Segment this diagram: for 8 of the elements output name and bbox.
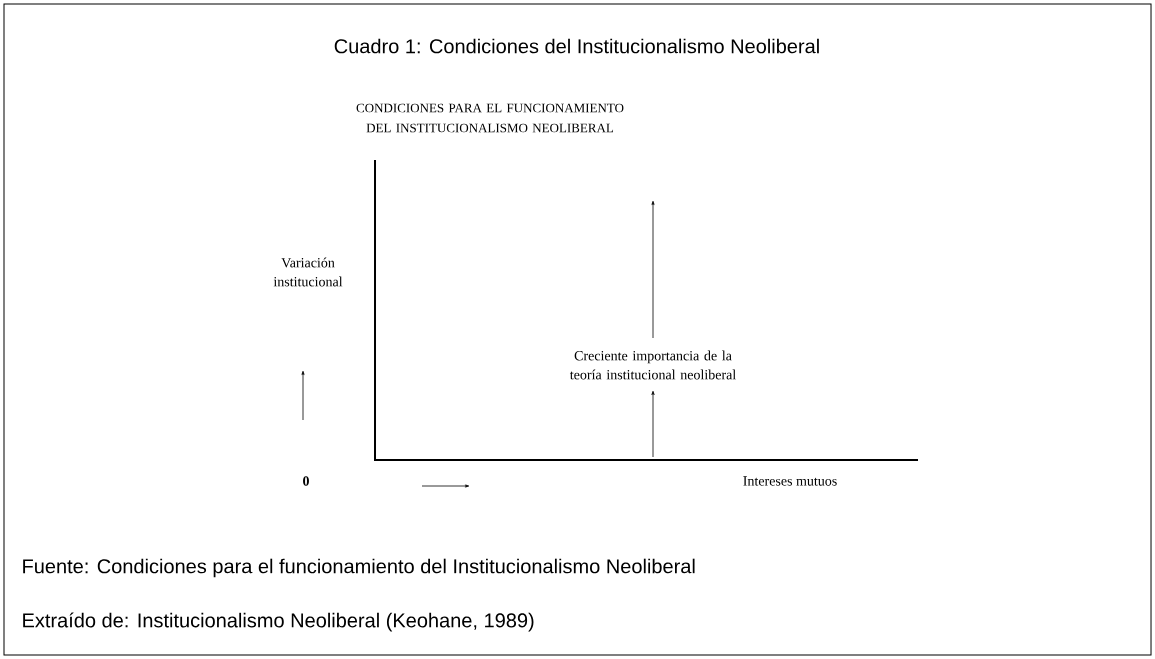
axis-origin: 0 (303, 476, 309, 486)
chart-heading: CONDICIONES PARA EL FUNCIONAMIENTO DEL INSTITUCIONALISMO NEOLIBERAL (356, 103, 624, 133)
caption: Fuente: Condiciones para el funcionamiento del Institucionalismo Neoliberal (23, 558, 695, 578)
title: Cuadro 1: Condiciones del Institucionalismo Neoliberal (334, 38, 819, 54)
axis-label: Variación institucional (273, 257, 343, 287)
source-note: Extraído de: Institucionalismo Neoliberal (Keohane, 1989) (23, 612, 534, 632)
area-label: Creciente importancia de la teoría institucional neoliberal (569, 350, 736, 380)
axis-label: Intereses mutuos (743, 476, 837, 486)
